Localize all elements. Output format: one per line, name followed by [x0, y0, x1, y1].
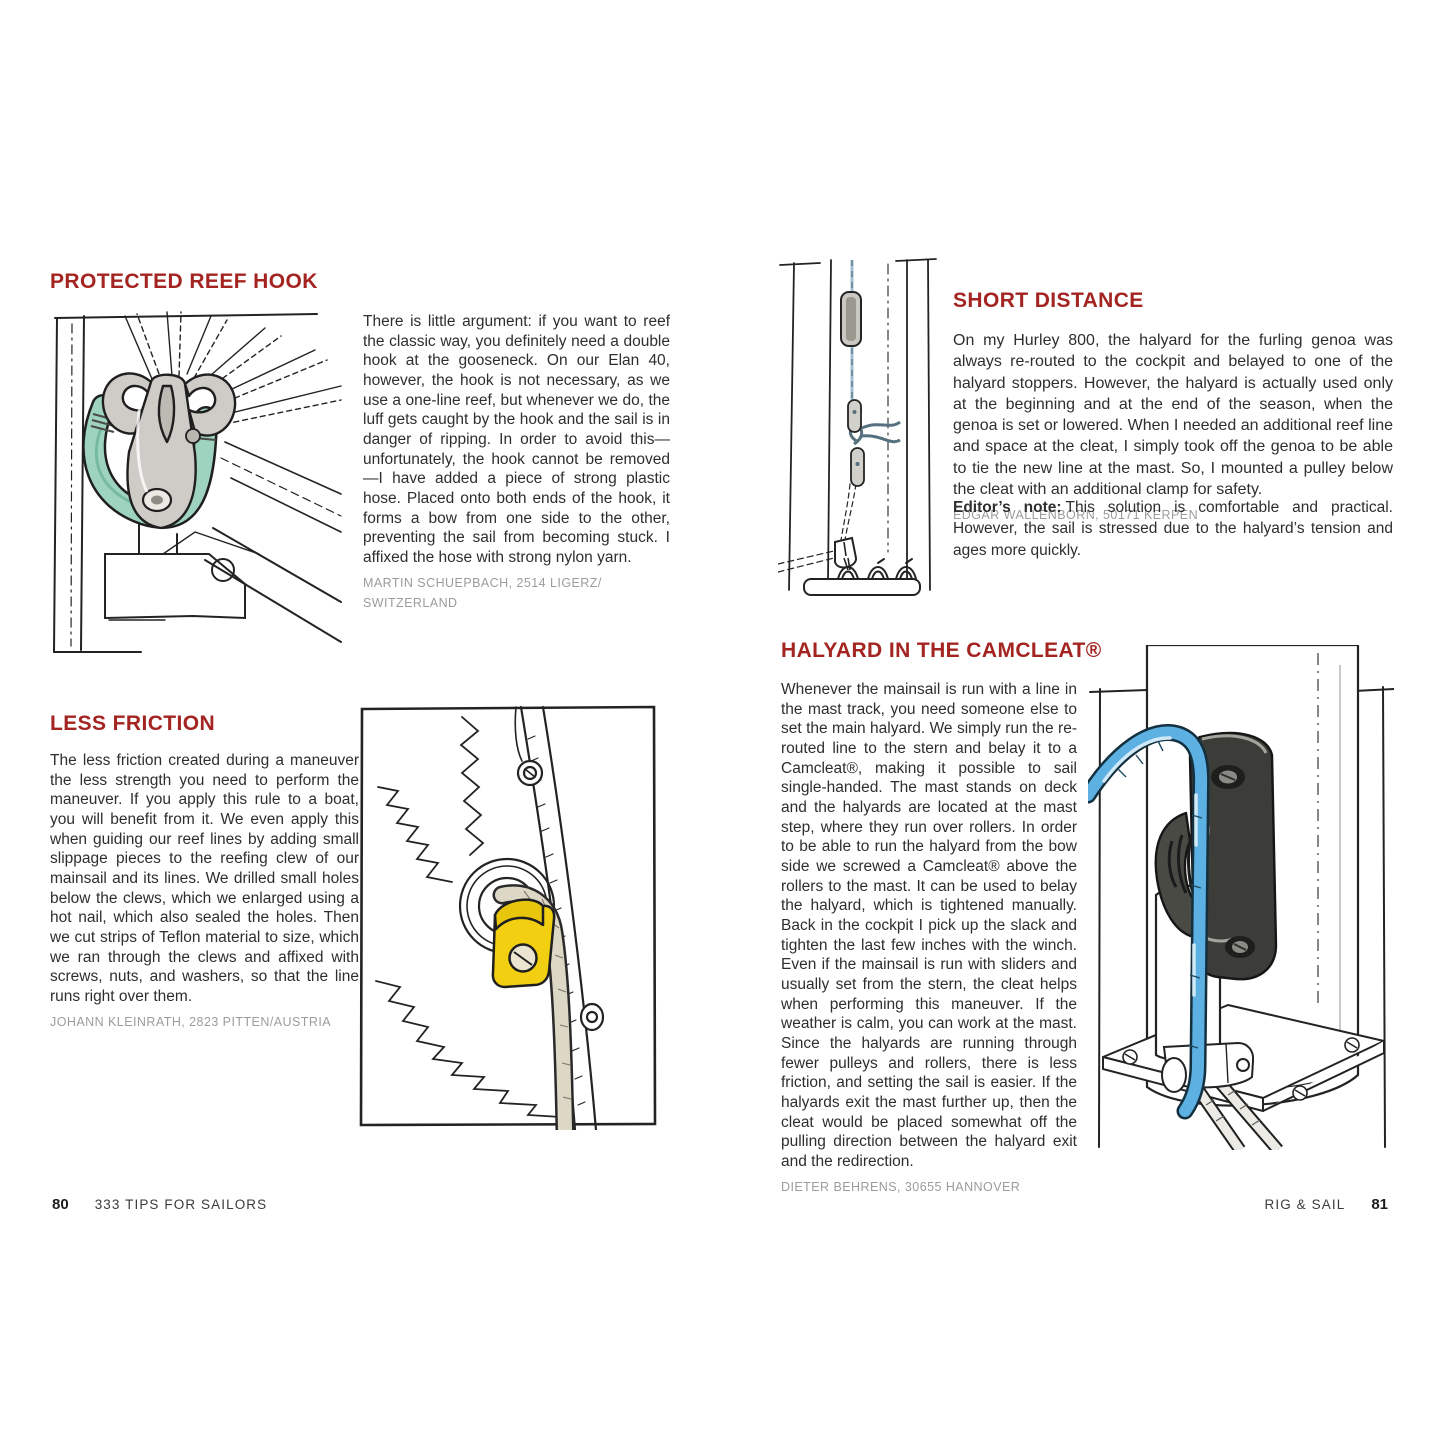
mast-halyard-illustration	[778, 252, 940, 596]
camcleat-paragraph: Whenever the mainsail is run with a line…	[781, 681, 1077, 1171]
page-number-left: 80	[52, 1196, 69, 1213]
editors-note: Editor’s note:This solution is comfortab…	[953, 497, 1393, 561]
less-friction-paragraph: The less friction created during a maneu…	[50, 752, 359, 1006]
section-title-short-distance: SHORT DISTANCE	[953, 289, 1144, 312]
reef-hook-illustration	[45, 302, 342, 660]
editors-note-label: Editor’s note:	[953, 499, 1062, 516]
camcleat-drawing-icon	[1088, 645, 1394, 1150]
slippage-piece-drawing-icon	[359, 705, 657, 1130]
section-title-protected-reef-hook: PROTECTED REEF HOOK	[50, 270, 318, 293]
reef-hook-text-column: There is little argument: if you want to…	[363, 312, 670, 613]
reef-hook-drawing-icon	[53, 311, 342, 653]
reef-hook-byline: MARTIN SCHUEPBACH, 2514 LIGERZ/ SWITZERL…	[363, 575, 602, 610]
less-friction-text-column: The less friction created during a maneu…	[50, 751, 359, 1032]
page-number-right: 81	[1371, 1196, 1388, 1213]
reef-hook-paragraph: There is little argument: if you want to…	[363, 313, 670, 567]
footer-left: 80 333 TIPS FOR SAILORS	[52, 1196, 267, 1213]
slippage-piece-illustration	[356, 699, 661, 1130]
short-distance-text-column: On my Hurley 800, the halyard for the fu…	[953, 330, 1393, 525]
section-title-less-friction: LESS FRICTION	[50, 712, 216, 735]
short-distance-byline: EDGAR WALLENBORN, 50171 KERPEN	[953, 508, 1199, 523]
short-distance-paragraph: On my Hurley 800, the halyard for the fu…	[953, 332, 1393, 498]
camcleat-illustration	[1088, 645, 1394, 1150]
camcleat-text-column: Whenever the mainsail is run with a line…	[781, 680, 1077, 1197]
section-title-halyard-camcleat: HALYARD IN THE CAMCLEAT®	[781, 639, 1102, 662]
chapter-title: RIG & SAIL	[1264, 1197, 1346, 1212]
editors-note-text: This solution is comfortable and practic…	[953, 499, 1393, 559]
less-friction-byline: JOHANN KLEINRATH, 2823 PITTEN/AUSTRIA	[50, 1014, 332, 1029]
book-title: 333 TIPS FOR SAILORS	[94, 1197, 268, 1212]
footer-right: RIG & SAIL 81	[1265, 1196, 1388, 1213]
camcleat-byline: DIETER BEHRENS, 30655 HANNOVER	[781, 1179, 1021, 1194]
mast-halyard-drawing-icon	[778, 258, 937, 596]
